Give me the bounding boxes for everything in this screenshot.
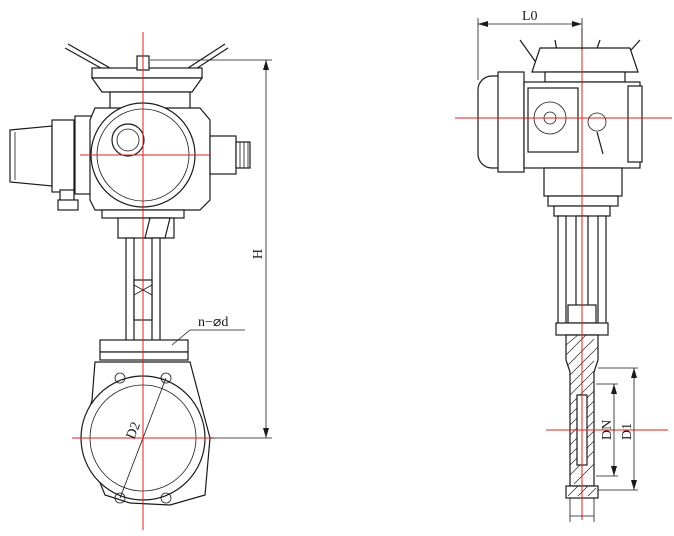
label-h: H: [251, 249, 266, 259]
front-view: H n−⌀d D2: [9, 32, 272, 530]
side-motor: [477, 71, 525, 173]
label-d1: D1: [620, 423, 635, 440]
side-handwheel: [519, 39, 641, 83]
handwheel: [64, 43, 229, 93]
actuator-housing: [74, 91, 251, 239]
motor: [9, 119, 79, 211]
yoke: [99, 237, 189, 361]
label-l0: L0: [522, 9, 538, 24]
side-view: L0 DN D1: [455, 9, 672, 522]
label-dn: DN: [600, 420, 615, 440]
dimension-dn: DN: [596, 383, 618, 477]
valve-body: [80, 361, 211, 506]
dimension-bottom-width: [569, 498, 595, 522]
dimension-l0: L0: [477, 9, 583, 80]
dimension-d1: D1: [598, 367, 638, 491]
side-actuator: [523, 81, 643, 207]
label-d2: D2: [124, 420, 144, 441]
bolt-hole-leader: n−⌀d: [171, 315, 245, 346]
dimension-h: H: [150, 59, 272, 439]
label-n-phi-d: n−⌀d: [198, 315, 228, 330]
